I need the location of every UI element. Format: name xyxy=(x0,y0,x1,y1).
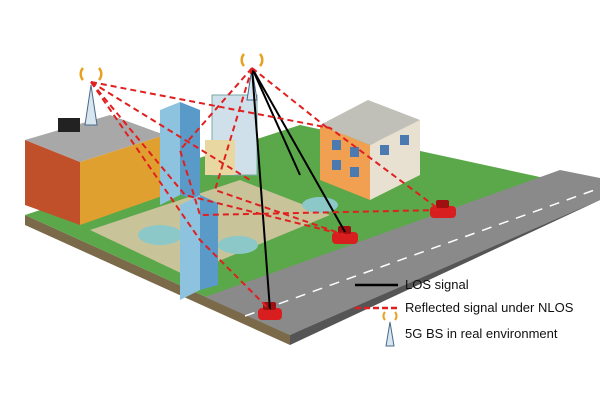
pond xyxy=(138,225,182,245)
road xyxy=(205,170,600,335)
tower xyxy=(160,102,180,205)
shop-roof xyxy=(25,115,165,162)
los-signal-lines xyxy=(251,67,346,311)
windows xyxy=(332,135,409,177)
tower xyxy=(180,195,200,300)
shop-side xyxy=(25,140,80,225)
pond xyxy=(302,197,338,213)
base-station-icon xyxy=(382,311,398,347)
legend-bs-label: 5G BS in real environment xyxy=(405,326,558,341)
base-station-icon xyxy=(79,67,103,126)
legend-los-label: LOS signal xyxy=(405,277,469,292)
legend-nlos-label: Reflected signal under NLOS xyxy=(405,300,574,315)
shop-sign xyxy=(58,118,80,132)
pond xyxy=(218,236,258,254)
road-marking xyxy=(244,187,600,317)
tower xyxy=(200,195,218,290)
car-icon xyxy=(430,200,456,218)
apartment-roof xyxy=(320,100,420,145)
center-building-base xyxy=(205,140,235,175)
tower xyxy=(180,102,200,200)
nlos-signal-lines xyxy=(90,67,441,311)
ground-side xyxy=(25,215,290,345)
